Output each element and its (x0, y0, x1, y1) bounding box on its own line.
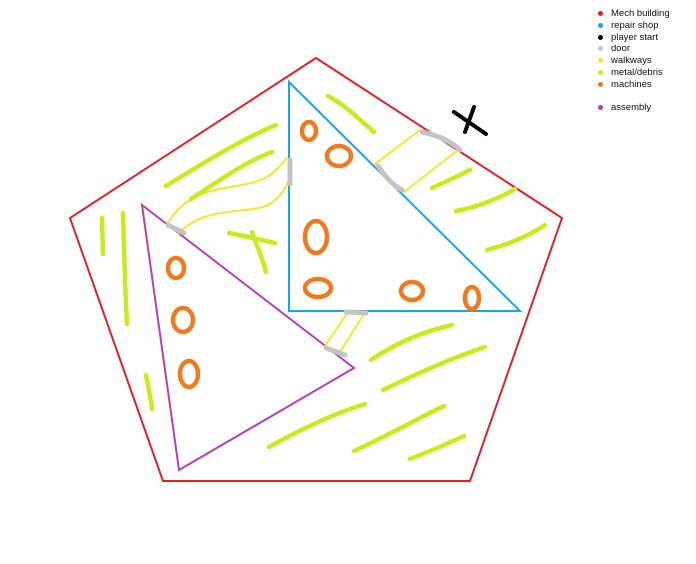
debris-stroke (99, 215, 106, 257)
repair-shop-outline (288, 79, 523, 312)
machine (302, 218, 330, 256)
legend-item: door (598, 43, 670, 55)
legend-label: repair shop (611, 19, 659, 31)
door-assembly-corner (165, 222, 187, 236)
assembly-outline (140, 202, 356, 472)
legend-dot-icon (598, 81, 603, 87)
debris-stroke (143, 372, 155, 412)
legend-dot-icon (598, 46, 603, 52)
player-start-marker (452, 105, 488, 136)
legend-dot-icon (598, 34, 603, 40)
legend-label: player start (611, 31, 658, 43)
machine (177, 358, 201, 390)
machine (462, 284, 482, 312)
machine (302, 276, 334, 300)
machine (165, 255, 187, 281)
door-top-right (419, 129, 463, 153)
legend-label: assembly (611, 101, 652, 113)
legend-dot-icon (598, 11, 603, 16)
door-repair-diagonal (375, 163, 405, 193)
debris-stroke (351, 403, 447, 454)
legend-dot-icon (598, 104, 603, 110)
debris-stroke (453, 186, 518, 214)
debris-stroke (163, 122, 279, 189)
walkway-top-right (374, 129, 459, 193)
walkway-left (167, 157, 289, 235)
door-repair-bottom (343, 309, 369, 316)
legend-label: Mech building (611, 8, 670, 19)
legend-label: machines (611, 78, 652, 90)
walkways (167, 129, 459, 353)
debris-stroke (325, 93, 377, 135)
doors (165, 129, 463, 358)
walkway-bottom (324, 311, 365, 353)
debris-stroke (407, 433, 467, 462)
debris-stroke (266, 401, 368, 450)
debris-stroke (484, 222, 548, 253)
legend-label: metal/debris (611, 66, 663, 78)
machine (170, 305, 196, 335)
legend-item: metal/debris (598, 67, 670, 79)
legend-dot-icon (598, 22, 603, 28)
legend-item: walkways (598, 55, 670, 67)
debris-stroke (429, 167, 473, 191)
metal-debris (99, 93, 548, 462)
debris-stroke (249, 229, 269, 275)
debris-stroke (380, 344, 488, 393)
legend-item: assembly (598, 102, 670, 114)
legend-item: machines (598, 79, 670, 91)
legend-item: player start (598, 32, 670, 44)
legend-label: walkways (611, 55, 652, 67)
legend-item: repair shop (598, 20, 670, 32)
machines (165, 119, 482, 390)
legend-dot-icon (598, 69, 603, 75)
mech-building-outline (68, 56, 564, 482)
machine (398, 279, 426, 303)
legend-item: Mech building (598, 8, 670, 20)
debris-stroke (120, 210, 130, 327)
machine (299, 119, 319, 143)
debris-stroke (368, 322, 455, 363)
legend-label: door (611, 43, 631, 55)
debris-stroke (188, 149, 275, 202)
legend-dot-icon (598, 58, 603, 64)
machine (324, 143, 354, 169)
door-assembly-right (323, 345, 348, 358)
